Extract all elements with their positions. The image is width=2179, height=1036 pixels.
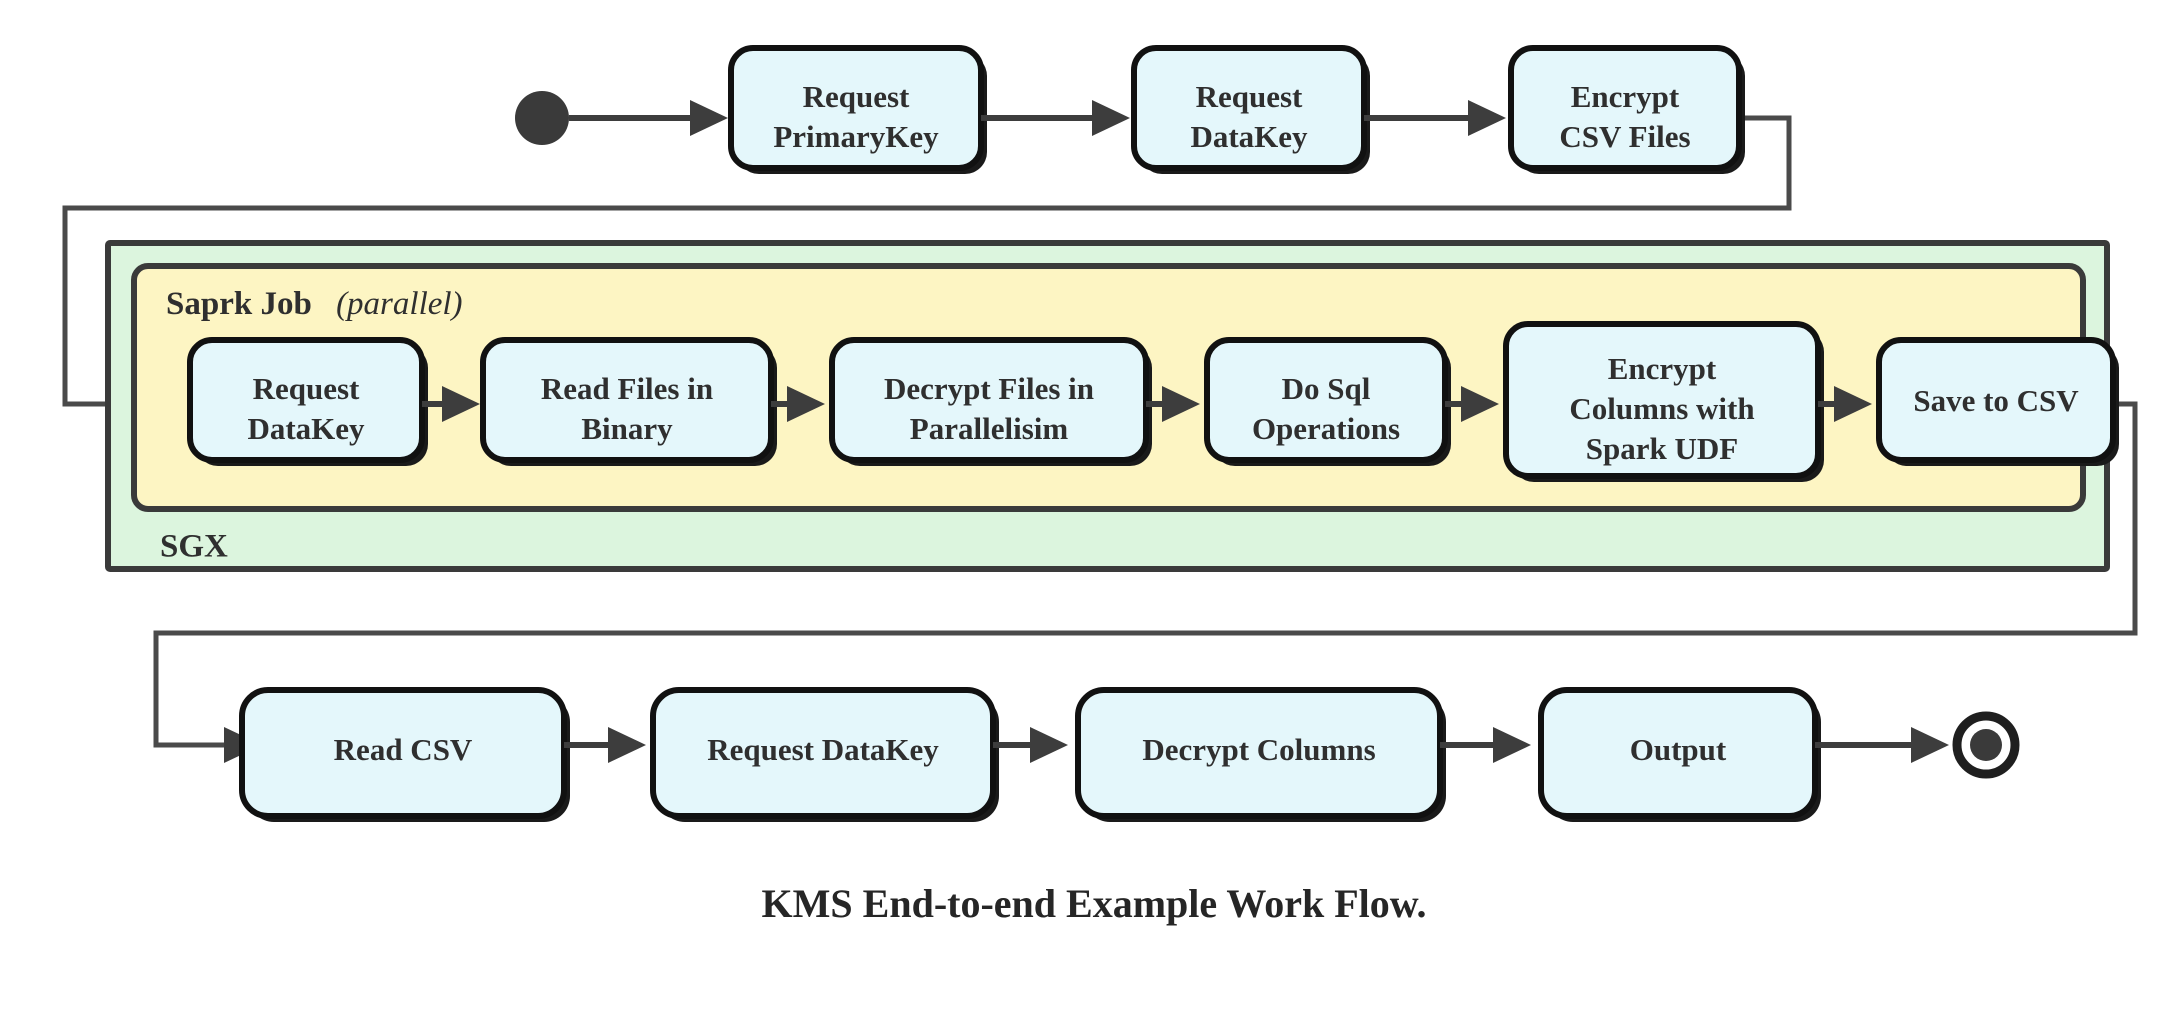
node-label-line: Parallelisim	[910, 411, 1069, 446]
node-label-line: Request	[253, 371, 360, 406]
node-request-datakey-top[interactable]: Request DataKey	[1131, 45, 1370, 174]
node-label-line: Decrypt Files in	[884, 371, 1094, 406]
flow-edge-mid-1	[422, 386, 480, 422]
node-label-line: Save to CSV	[1913, 383, 2079, 418]
spark-job-label-italic: (parallel)	[336, 286, 462, 322]
node-label-line: Operations	[1252, 411, 1400, 446]
node-label-line: Binary	[581, 411, 673, 446]
node-encrypt-columns-with-spark-udf[interactable]: Encrypt Columns with Spark UDF	[1503, 321, 1824, 482]
node-label-line: DataKey	[1190, 119, 1308, 154]
node-label-line: Encrypt	[1608, 351, 1717, 386]
sgx-container-label: SGX	[160, 529, 228, 565]
flow-edge-bottom-3	[1440, 727, 1531, 763]
node-label-line: Spark UDF	[1586, 431, 1738, 466]
node-label-line: Read CSV	[334, 732, 473, 767]
node-label-line: Request	[803, 79, 910, 114]
node-decrypt-columns[interactable]: Decrypt Columns	[1075, 687, 1446, 822]
node-request-datakey-bottom[interactable]: Request DataKey	[650, 687, 999, 822]
node-label-line: Output	[1630, 732, 1727, 767]
node-read-files-in-binary[interactable]: Read Files in Binary	[480, 337, 777, 466]
flow-edge-requestdatakey-to-encryptcsv	[1364, 100, 1506, 136]
node-read-csv[interactable]: Read CSV	[239, 687, 570, 822]
flow-edge-bottom-1	[564, 727, 646, 763]
end-node	[1952, 711, 2020, 779]
node-label-line: Do Sql	[1282, 371, 1371, 406]
start-node	[515, 91, 569, 145]
node-encrypt-csv-files[interactable]: Encrypt CSV Files	[1508, 45, 1745, 174]
spark-job-label-bold: Saprk Job	[166, 286, 312, 322]
node-do-sql-operations[interactable]: Do Sql Operations	[1204, 337, 1451, 466]
node-save-to-csv[interactable]: Save to CSV	[1876, 337, 2119, 466]
node-label-line: Request	[1196, 79, 1303, 114]
flow-edge-mid-2	[771, 386, 825, 422]
node-label-line: Request DataKey	[707, 732, 939, 767]
diagram-caption: KMS End-to-end Example Work Flow.	[762, 881, 1427, 926]
node-request-datakey-mid[interactable]: Request DataKey	[187, 337, 428, 466]
flow-edge-bottom-2	[993, 727, 1068, 763]
node-label-line: Encrypt	[1571, 79, 1680, 114]
node-label-line: DataKey	[247, 411, 365, 446]
flow-edge-mid-3	[1146, 386, 1200, 422]
node-output[interactable]: Output	[1538, 687, 1821, 822]
node-label-line: Columns with	[1569, 391, 1754, 426]
flow-edge-mid-5	[1818, 386, 1872, 422]
flow-edge-output-to-end	[1815, 727, 1949, 763]
node-decrypt-files-in-parallelisim[interactable]: Decrypt Files in Parallelisim	[829, 337, 1152, 466]
node-label-line: CSV Files	[1559, 119, 1690, 154]
flow-edge-mid-4	[1445, 386, 1499, 422]
node-label-line: PrimaryKey	[773, 119, 939, 154]
spark-job-label: Saprk Job (parallel)	[166, 286, 463, 322]
flow-edge-requestprimarykey-to-requestdatakey	[981, 100, 1130, 136]
flow-edge-start-to-requestprimarykey	[569, 100, 728, 136]
node-label-line: Read Files in	[541, 371, 713, 406]
node-label-line: Decrypt Columns	[1142, 732, 1375, 767]
node-request-primarykey[interactable]: Request PrimaryKey	[728, 45, 987, 174]
